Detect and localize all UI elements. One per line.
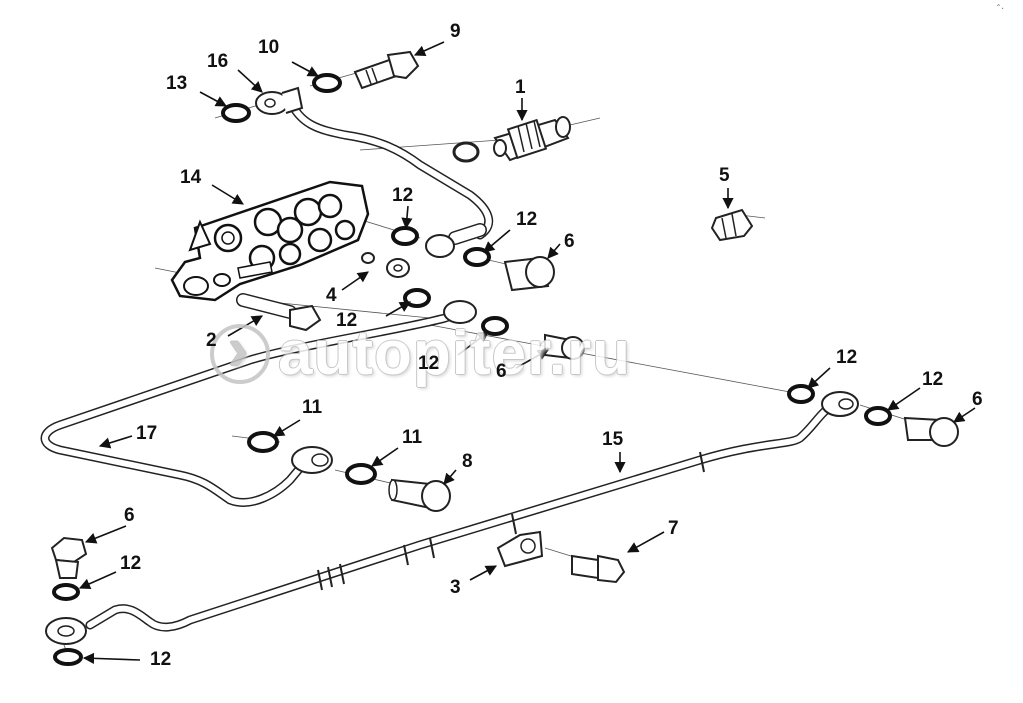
banjo-fitting-17	[291, 446, 333, 474]
callout-12: 12	[392, 185, 414, 206]
bolt-6-left	[50, 536, 88, 579]
callout-9: 9	[450, 21, 461, 42]
bracket-3	[496, 530, 544, 568]
callout-10: 10	[258, 37, 280, 58]
fitting-nut-2	[236, 293, 322, 332]
bolt-7	[571, 554, 626, 584]
callout-13: 13	[166, 73, 188, 94]
nut-5	[710, 208, 754, 242]
callout-12: 12	[922, 369, 944, 390]
washers-right	[787, 384, 892, 426]
callout-15: 15	[602, 429, 624, 450]
callout-14: 14	[180, 167, 202, 188]
callout-4: 4	[326, 285, 337, 306]
pipe-16	[285, 95, 494, 240]
washers-left	[52, 583, 83, 666]
washer-13	[221, 103, 251, 123]
callout-12: 12	[336, 310, 358, 331]
bolt-6-right	[903, 416, 959, 447]
callout-2: 2	[206, 330, 217, 351]
callout-6: 6	[564, 231, 575, 252]
callout-6: 6	[496, 361, 507, 382]
callout-17: 17	[136, 423, 158, 444]
callout-12: 12	[120, 553, 142, 574]
banjo-fitting-15-right	[821, 391, 859, 417]
callout-12: 12	[836, 347, 858, 368]
banjo-bolt-8	[388, 478, 451, 512]
callout-1: 1	[515, 77, 526, 98]
banjo-fitting-16	[255, 86, 304, 115]
pipe-17	[40, 300, 477, 507]
valve-block-14	[170, 180, 370, 302]
washer-10	[312, 73, 342, 93]
pipe-stub	[425, 223, 487, 258]
leader-arrows	[78, 41, 976, 664]
bolt-6-block	[503, 256, 555, 292]
callout-6: 6	[124, 505, 135, 526]
callout-12: 12	[418, 353, 440, 374]
washers-11	[247, 431, 377, 485]
connector-valve-1	[452, 116, 571, 163]
callout-12: 12	[150, 649, 172, 670]
callout-8: 8	[462, 451, 473, 472]
callout-5: 5	[719, 165, 730, 186]
callout-11: 11	[302, 397, 323, 418]
corner-mark: ˆ·	[996, 4, 1005, 15]
callout-11: 11	[402, 427, 423, 448]
small-seal-4	[361, 252, 410, 278]
pipe-15	[85, 399, 840, 632]
callout-3: 3	[450, 577, 461, 598]
callout-12: 12	[516, 209, 538, 230]
banjo-bolt-9	[353, 50, 420, 90]
callout-6: 6	[972, 389, 983, 410]
callout-16: 16	[207, 51, 229, 72]
banjo-fitting-15-left	[45, 617, 87, 645]
callout-7: 7	[668, 518, 679, 539]
bolt-6-mid	[544, 333, 585, 360]
centre-lines	[61, 71, 921, 661]
